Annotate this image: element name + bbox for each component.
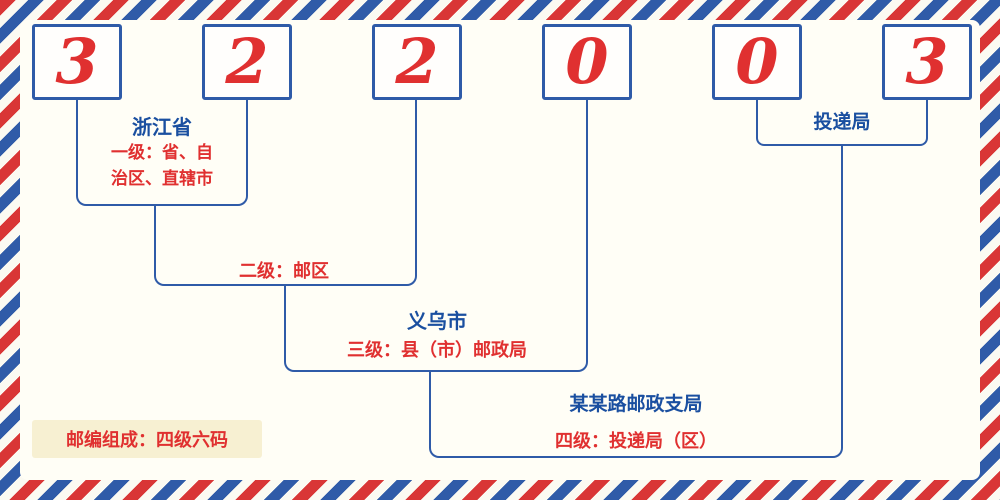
delivery-bracket-line — [756, 100, 928, 146]
digit-box-5: 0 — [712, 24, 802, 100]
digit-box-1: 3 — [32, 24, 122, 100]
level4-desc-label: 四级：投递局（区） — [555, 431, 717, 451]
digit-box-3: 2 — [372, 24, 462, 100]
level3-desc-label: 三级：县（市）邮政局 — [347, 340, 527, 360]
digit-box-4: 0 — [542, 24, 632, 100]
level2-riser-line — [415, 100, 417, 206]
postal-code-diagram: 3 2 2 0 0 3 浙江省 一级：省、自治区、直辖市 二级：邮区 义乌市 三… — [20, 20, 980, 480]
level2-connector-line — [154, 204, 417, 286]
digit-box-6: 3 — [882, 24, 972, 100]
level4-connector-line — [429, 372, 843, 458]
composition-note-label: 邮编组成：四级六码 — [66, 430, 228, 450]
level2-desc-label: 二级：邮区 — [239, 261, 329, 281]
level1-desc-label: 一级：省、自治区、直辖市 — [111, 143, 213, 189]
delivery-office-label: 投递局 — [813, 112, 871, 133]
digit-2: 2 — [225, 25, 269, 98]
level3-place-label: 义乌市 — [407, 311, 467, 333]
digit-box-2: 2 — [202, 24, 292, 100]
digit-3: 2 — [395, 25, 439, 98]
level1-place-label: 浙江省 — [132, 117, 192, 139]
level3-riser-line — [586, 100, 588, 288]
level3-connector-line — [284, 286, 588, 372]
digit-1: 3 — [55, 25, 99, 98]
digit-5: 0 — [735, 25, 779, 98]
digit-4: 0 — [565, 25, 609, 98]
level4-riser-line — [841, 146, 843, 374]
level4-place-label: 某某路邮政支局 — [569, 394, 703, 415]
digit-6: 3 — [905, 25, 949, 98]
note-box: 邮编组成：四级六码 — [32, 420, 262, 458]
